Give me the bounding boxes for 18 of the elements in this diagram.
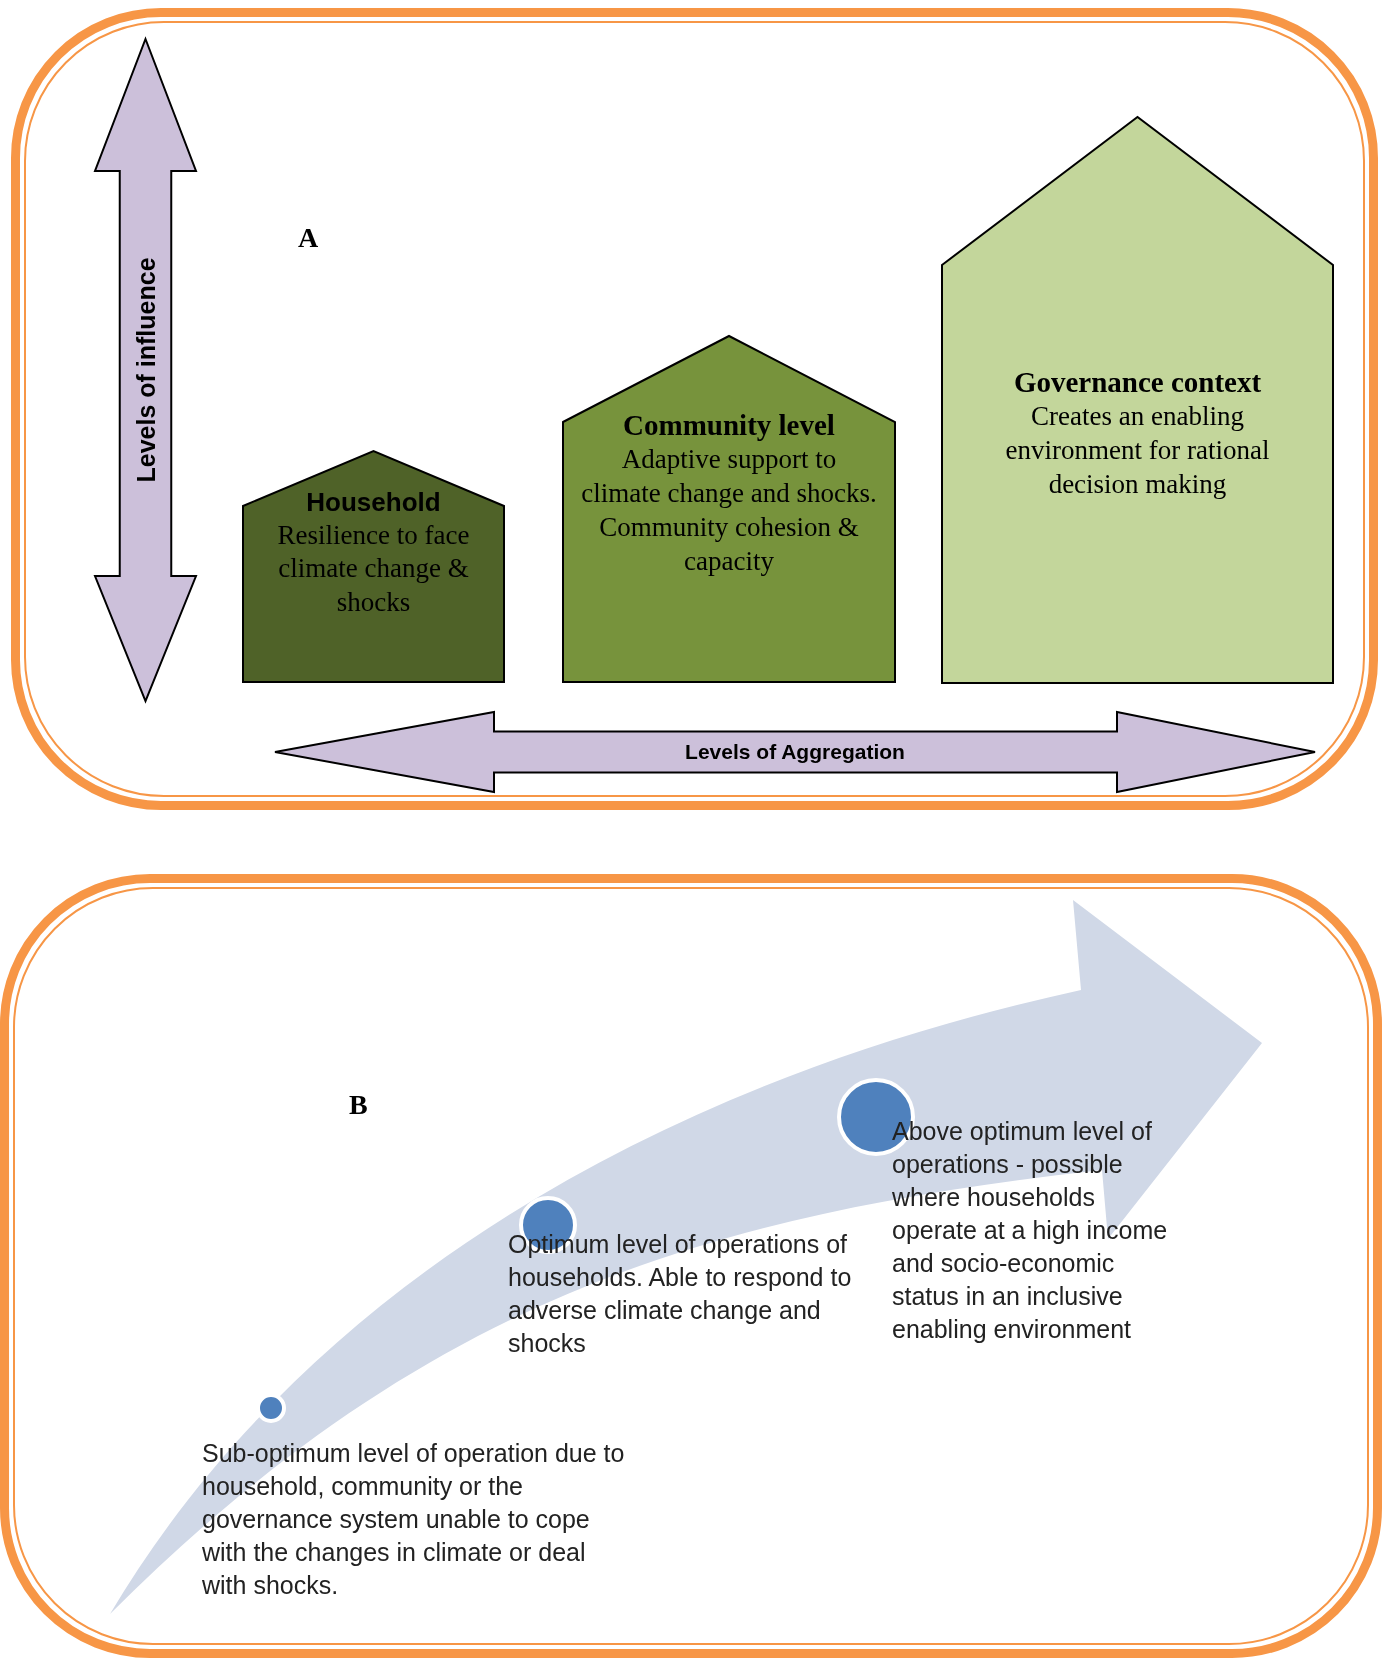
rounded-panel [0, 874, 1382, 1658]
panel-letter: B [349, 1089, 368, 1121]
house-shape [242, 450, 505, 683]
double-arrow [274, 711, 1316, 793]
house-shape [562, 335, 896, 683]
description: Adaptive support to climate change and shocks. Community cohesion & capacity [580, 443, 878, 578]
house-shape [941, 116, 1334, 684]
heading: Governance context [1012, 365, 1263, 400]
heading: Household [305, 486, 442, 519]
axis-label: Levels of Aggregation [685, 740, 905, 764]
description: Creates an enabling environment for rational decision making [1004, 400, 1271, 501]
panel-letter: A [298, 222, 319, 254]
double-arrow [94, 38, 197, 702]
description: Resilience to face climate change & shocks [276, 518, 471, 619]
heading: Community level [622, 408, 836, 443]
axis-label: Levels of influence [131, 257, 160, 483]
stage-description: Sub-optimum level of operation due to household, community or the governance system unable to cope with the changes in climate or deal with shocks. [202, 1438, 626, 1601]
rounded-panel [11, 8, 1378, 810]
